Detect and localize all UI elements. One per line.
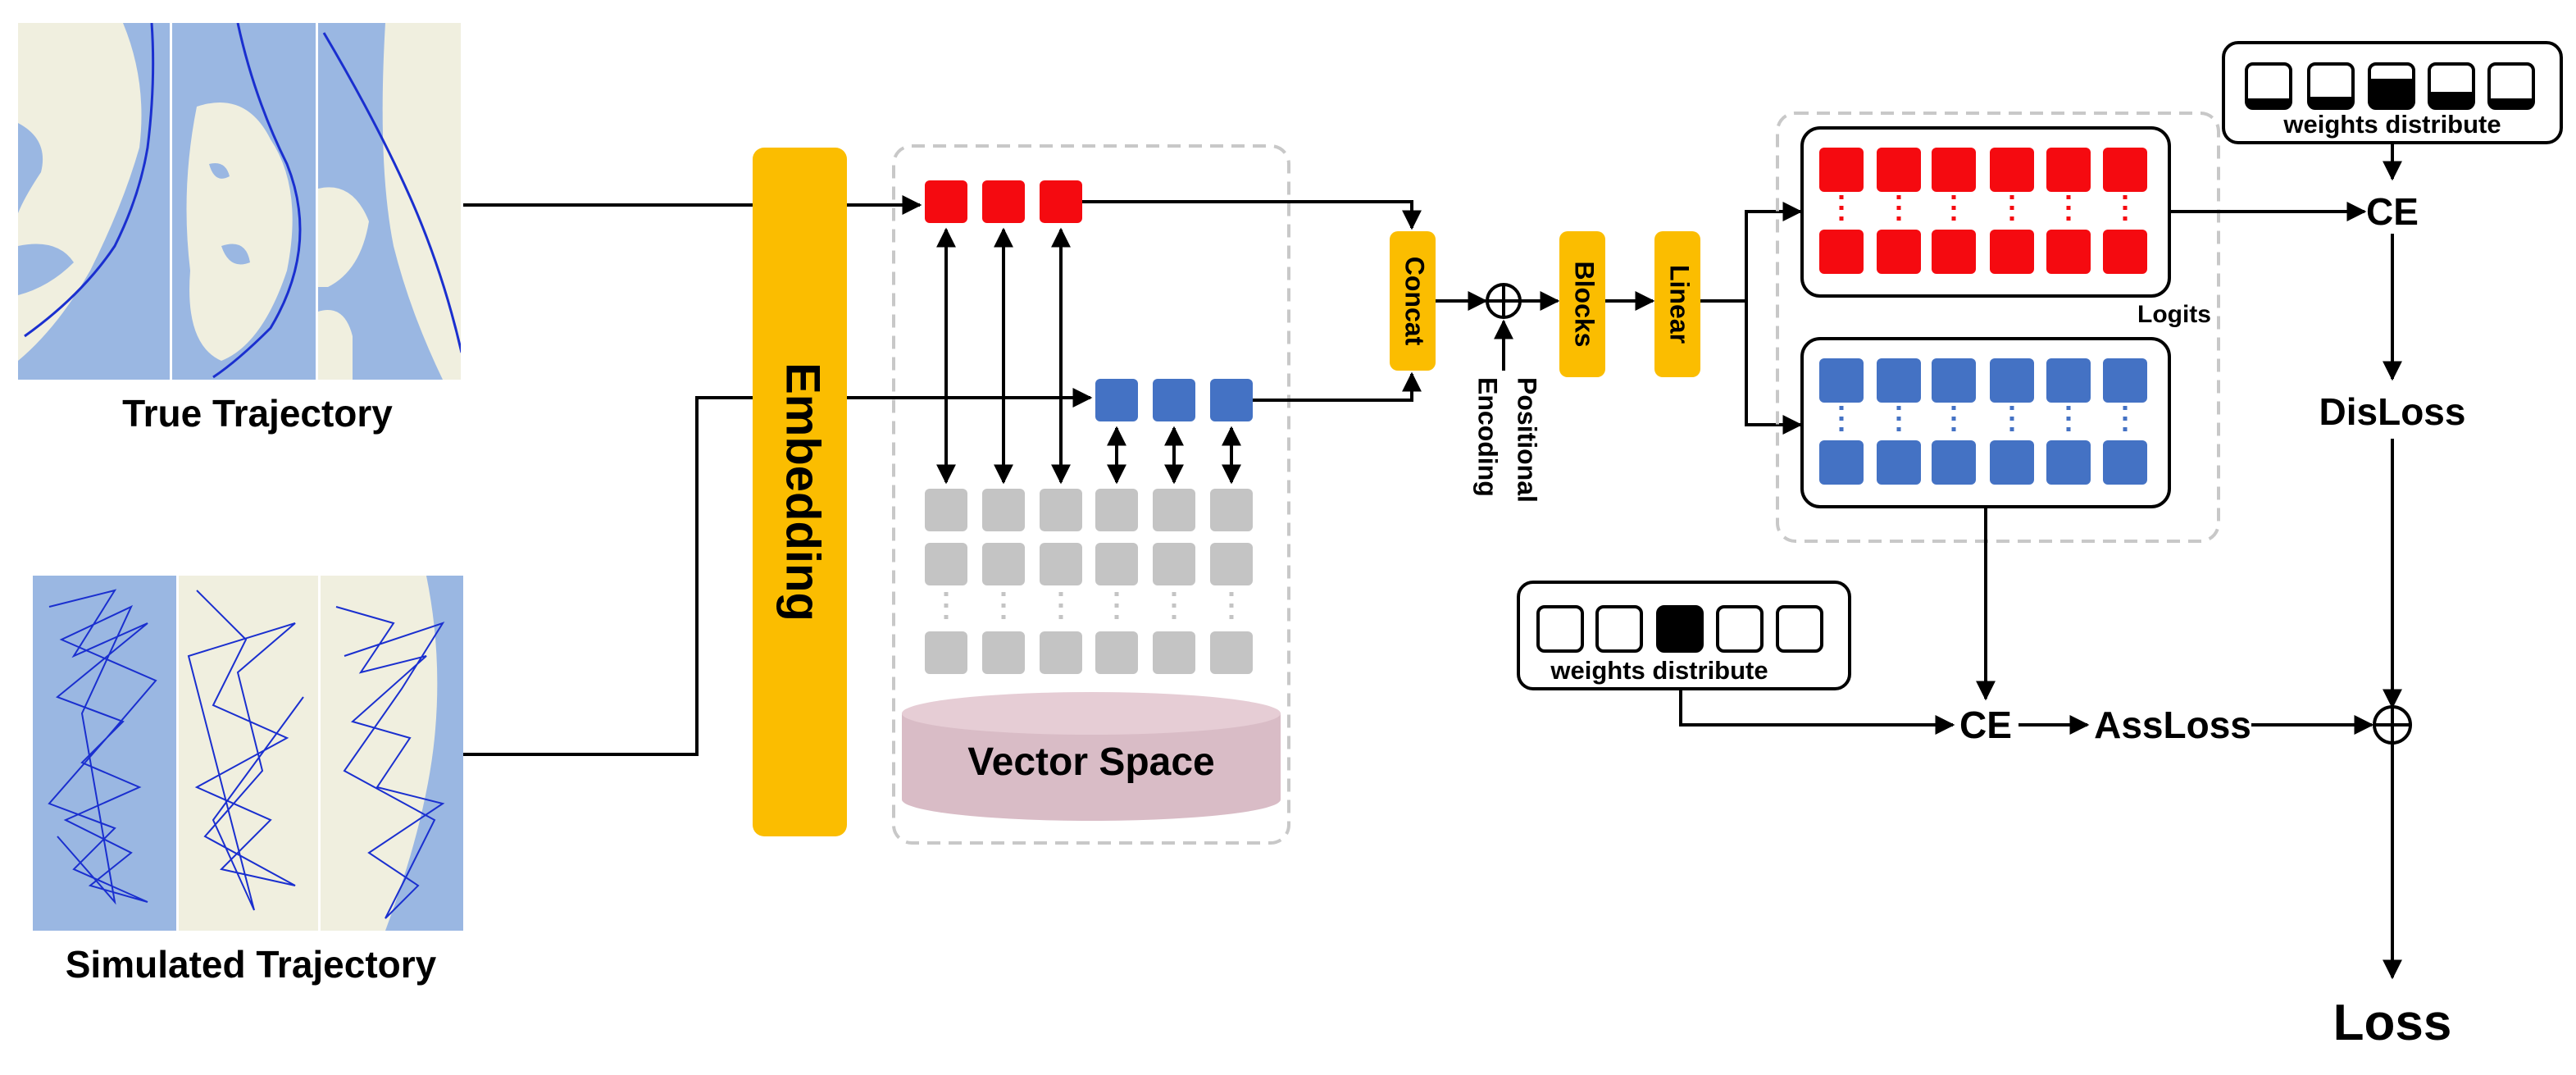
embedding-out-connectors: [847, 195, 1093, 408]
positional-add-node: [1486, 283, 1522, 319]
weights-distribute-bottom: weights distribute: [1517, 581, 1851, 690]
sim-map-tile-1: [33, 576, 176, 931]
positional-encoding-label-1: Positional: [1513, 377, 1542, 503]
disloss-label: DisLoss: [2319, 390, 2466, 433]
token-to-concat-connectors: [1082, 200, 1422, 402]
blocks-label: Blocks: [1570, 262, 1600, 348]
simulated-token: [1210, 379, 1253, 421]
logits-label: Logits: [2137, 301, 2211, 328]
simulated-token: [1095, 379, 1138, 421]
simulated-logits-box: [1800, 337, 2171, 508]
sim-trajectory-1: [48, 589, 157, 905]
weights-to-ce-bottom-arrow: [1679, 689, 1955, 735]
true-token-row: [925, 180, 1082, 223]
vector-space-label: Vector Space: [967, 740, 1215, 784]
true-map-tile-3: [318, 23, 461, 380]
vector-space-cylinder: Vector Space: [902, 692, 1281, 821]
simulated-token: [1153, 379, 1195, 421]
logits-panel: [1776, 112, 2220, 543]
ce-top-label: CE: [2366, 190, 2419, 233]
vector-space-grid: [925, 489, 1253, 674]
linear-label: Linear: [1665, 265, 1695, 344]
simulated-trajectory-label: Simulated Trajectory: [66, 943, 437, 986]
weights-distribute-top-label: weights distribute: [2282, 110, 2501, 139]
sim-trajectory-2: [187, 590, 304, 911]
simulated-trajectory-maps: [33, 576, 463, 931]
sim-map-tile-2: [179, 576, 318, 931]
vector-space-panel: [892, 144, 1290, 845]
concat-label: Concat: [1400, 257, 1430, 346]
grid-ellipsis: [944, 592, 1234, 626]
weights-distribute-top: weights distribute: [2222, 41, 2563, 144]
positional-encoding-label-2: Encoding: [1473, 377, 1503, 497]
concat-block: Concat: [1390, 231, 1436, 371]
true-token: [982, 180, 1025, 223]
weights-distribute-bottom-label: weights distribute: [1550, 656, 1768, 685]
true-token: [925, 180, 967, 223]
ce-bottom-label: CE: [1959, 704, 2012, 746]
lookup-arrows: [936, 227, 1241, 485]
embedding-block: Embedding: [753, 148, 847, 836]
linear-to-logits-connectors: [1700, 202, 1803, 435]
true-token: [1040, 180, 1082, 223]
blocks-block: Blocks: [1559, 231, 1605, 377]
loss-label: Loss: [2333, 995, 2452, 1051]
simulated-token-row: [1095, 379, 1253, 421]
true-map-tile-1: [18, 23, 170, 380]
input-connectors: [463, 203, 753, 756]
true-map-tile-2: [172, 23, 316, 380]
sim-map-tile-3: [321, 576, 463, 931]
assloss-label: AssLoss: [2094, 704, 2251, 746]
loss-sum-node: [2373, 705, 2412, 745]
linear-block: Linear: [1654, 231, 1700, 377]
true-logits-box: [1800, 126, 2171, 298]
sim-trajectory-3: [335, 606, 445, 919]
true-trajectory-label: True Trajectory: [122, 392, 393, 435]
embedding-label: Embedding: [776, 362, 830, 622]
true-trajectory-maps: [18, 23, 461, 380]
